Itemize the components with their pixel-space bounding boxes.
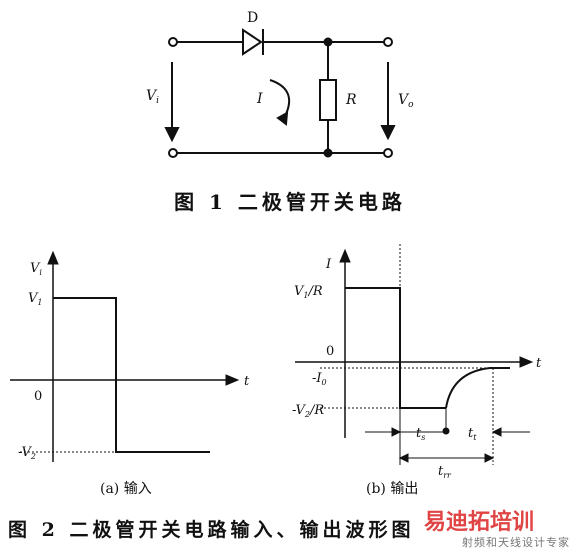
plot-b-v1r-label: V1/R (294, 284, 323, 300)
terminal-out-bottom (383, 148, 393, 158)
current-label: I (256, 91, 263, 107)
plot-b-zero-label: 0 (326, 344, 334, 359)
output-voltage-arrowhead (380, 125, 396, 141)
plot-a-x-arrowhead (225, 374, 240, 386)
resistor-label: R (345, 92, 357, 108)
watermark-brand: 易迪拓培训 (424, 509, 534, 535)
watermark-tagline: 射频和天线设计专家 (462, 536, 570, 549)
plot-a-x-label: t (244, 374, 250, 389)
output-waveform-plot (295, 244, 534, 465)
terminal-in-top (168, 37, 178, 47)
plot-b-y-arrowhead (339, 248, 351, 263)
diode-label: D (247, 10, 258, 26)
plot-a-caption: (a) 输入 (100, 481, 152, 497)
plot-b-neg-i0-label: -I0 (312, 371, 327, 387)
tt-arrowhead (491, 427, 502, 437)
plot-a-y-arrowhead (47, 250, 59, 265)
plot-b-neg-v2r-label: -V2/R (292, 403, 324, 419)
terminal-in-bottom (168, 148, 178, 158)
plot-a-y-label: Vi (30, 261, 42, 277)
circuit-diagram (164, 28, 396, 158)
watermark-logo: 易迪拓培训 (424, 509, 534, 535)
diode-symbol (242, 28, 263, 56)
trr-label: trr (438, 464, 452, 480)
input-voltage-label: Vi (146, 88, 159, 106)
ts-tt-boundary-dot (442, 427, 450, 435)
input-waveform-plot (10, 250, 240, 462)
ts-label: ts (416, 426, 425, 442)
plot-a-neg-v2-label: -V2 (18, 445, 36, 461)
plot-b-caption: (b) 输出 (366, 481, 418, 497)
plot-b-x-label: t (536, 356, 542, 371)
input-pulse (53, 297, 210, 453)
output-pulse (345, 287, 446, 409)
figure-1-caption: 图 1 二极管开关电路 (174, 190, 406, 214)
ts-arrowhead (391, 427, 402, 437)
figure-2-caption: 图 2 二极管开关电路输入、输出波形图 (8, 519, 415, 541)
plot-a-v1-label: V1 (28, 291, 42, 307)
resistor-symbol (319, 79, 337, 121)
tt-label: tt (468, 426, 477, 442)
terminal-out-top (383, 37, 393, 47)
trr-arrowhead-right (484, 453, 495, 463)
trr-arrowhead-left (398, 453, 409, 463)
current-arrowhead (276, 111, 289, 126)
plot-a-zero-label: 0 (34, 389, 42, 404)
input-voltage-arrowhead (164, 127, 180, 143)
plot-b-y-label: I (325, 257, 332, 272)
output-recovery-curve (445, 367, 510, 409)
output-voltage-label: Vo (398, 92, 414, 110)
plot-b-x-arrowhead (519, 356, 534, 368)
